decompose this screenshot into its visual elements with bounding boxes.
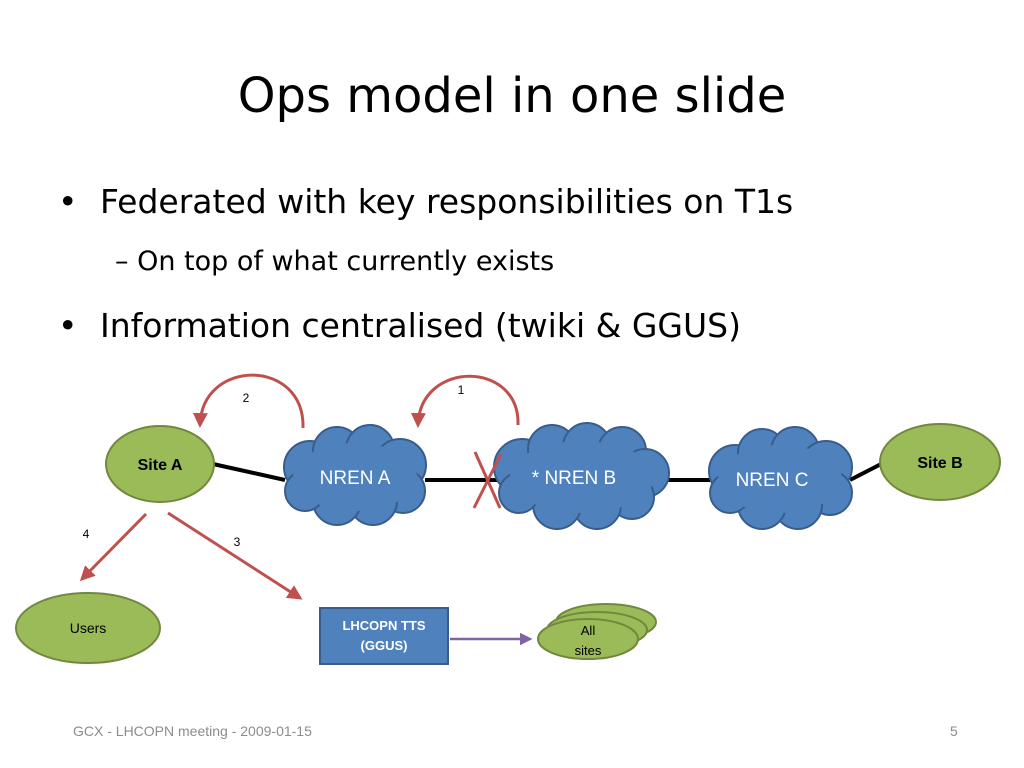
bullet-2-text: Information centralised (twiki & GGUS) (100, 306, 741, 345)
nren-c-cloud-icon: NREN C (708, 426, 853, 530)
bullet-1: • Federated with key responsibilities on… (58, 180, 794, 224)
site-b-label: Site B (917, 455, 962, 472)
all-sites-node: All sites (537, 603, 657, 660)
nren-c-label: NREN C (736, 470, 809, 491)
step-3-arrow: 3 (167, 511, 303, 600)
tts-label-line-1: LHCOPN TTS (342, 618, 425, 633)
page-number: 5 (950, 723, 958, 739)
lhcopn-tts-box: LHCOPN TTS (GGUS) (319, 607, 449, 665)
step-3-label: 3 (234, 535, 241, 549)
footer-text: GCX - LHCOPN meeting - 2009-01-15 (73, 723, 312, 739)
step-2-label: 2 (243, 391, 250, 405)
step-2-arrow: 2 (192, 373, 305, 429)
site-a-label: Site A (138, 457, 183, 474)
users-node: Users (15, 592, 161, 664)
sub-bullet-1-text: On top of what currently exists (137, 246, 555, 277)
step-1-arrow: 1 (410, 374, 520, 428)
sub-bullet-marker: – (115, 246, 129, 277)
link-failure-cross-icon (472, 451, 503, 509)
slide-title: Ops model in one slide (237, 68, 787, 124)
step-1-label: 1 (458, 383, 465, 397)
link-sitea-nrena (212, 462, 286, 482)
step-4-arrow: 4 (79, 512, 148, 582)
nren-b-cloud-icon: * NREN B (493, 422, 670, 530)
site-b-node: Site B (879, 423, 1001, 501)
bullet-marker: • (58, 306, 78, 345)
bullet-1-text: Federated with key responsibilities on T… (100, 182, 794, 221)
all-sites-label-line-1: All (581, 623, 596, 638)
tts-label-line-2: (GGUS) (361, 638, 408, 653)
bullet-marker: • (58, 182, 78, 221)
nren-b-label: * NREN B (532, 468, 616, 489)
nren-a-cloud-icon: NREN A (283, 424, 427, 526)
site-a-node: Site A (105, 425, 215, 503)
nren-a-label: NREN A (320, 468, 391, 489)
all-sites-label-line-2: sites (575, 643, 602, 658)
sub-bullet-1: – On top of what currently exists (115, 244, 554, 280)
users-label: Users (70, 620, 107, 636)
bullet-2: • Information centralised (twiki & GGUS) (58, 304, 741, 348)
step-4-label: 4 (83, 527, 90, 541)
